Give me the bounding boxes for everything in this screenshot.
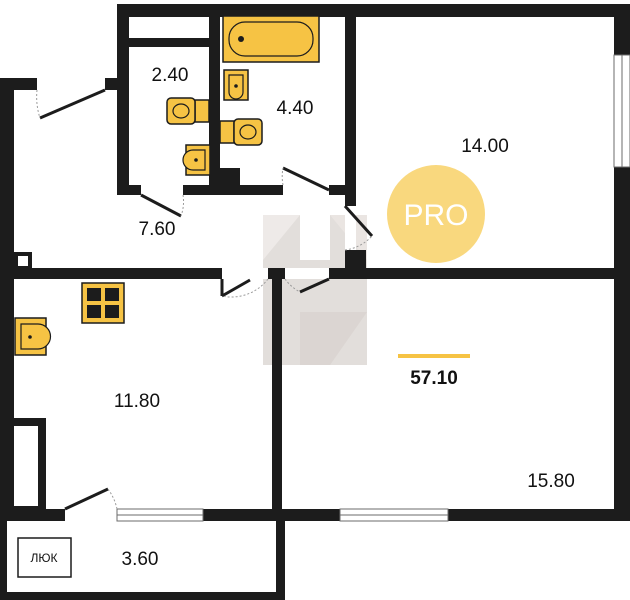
room-area-hall: 7.60 <box>139 219 176 240</box>
pro-badge: PRO <box>387 165 485 263</box>
kitchen-sink-icon <box>14 317 52 356</box>
door-openings <box>37 78 356 521</box>
pro-badge-label: PRO <box>403 199 468 232</box>
hatch: ЛЮК <box>17 537 72 578</box>
windows <box>116 54 630 522</box>
hatch-label: ЛЮК <box>31 551 58 565</box>
total-area-underline <box>398 354 470 358</box>
stove-icon <box>81 282 125 324</box>
door-leaves <box>36 88 374 511</box>
bathtub-icon <box>222 15 320 63</box>
wc-washbasin-icon <box>182 144 211 176</box>
room-area-room-bottom-right: 15.80 <box>527 471 575 492</box>
toilet-wc-icon <box>166 97 210 125</box>
room-area-balcony: 3.60 <box>122 549 159 570</box>
room-area-room-top-right: 14.00 <box>461 136 509 157</box>
room-area-kitchen: 11.80 <box>114 391 160 412</box>
room-area-bath: 4.40 <box>277 98 314 119</box>
room-area-wc: 2.40 <box>152 65 189 86</box>
washbasin-icon <box>223 69 249 101</box>
toilet-icon <box>219 118 263 146</box>
total-area: 57.10 <box>410 368 458 389</box>
